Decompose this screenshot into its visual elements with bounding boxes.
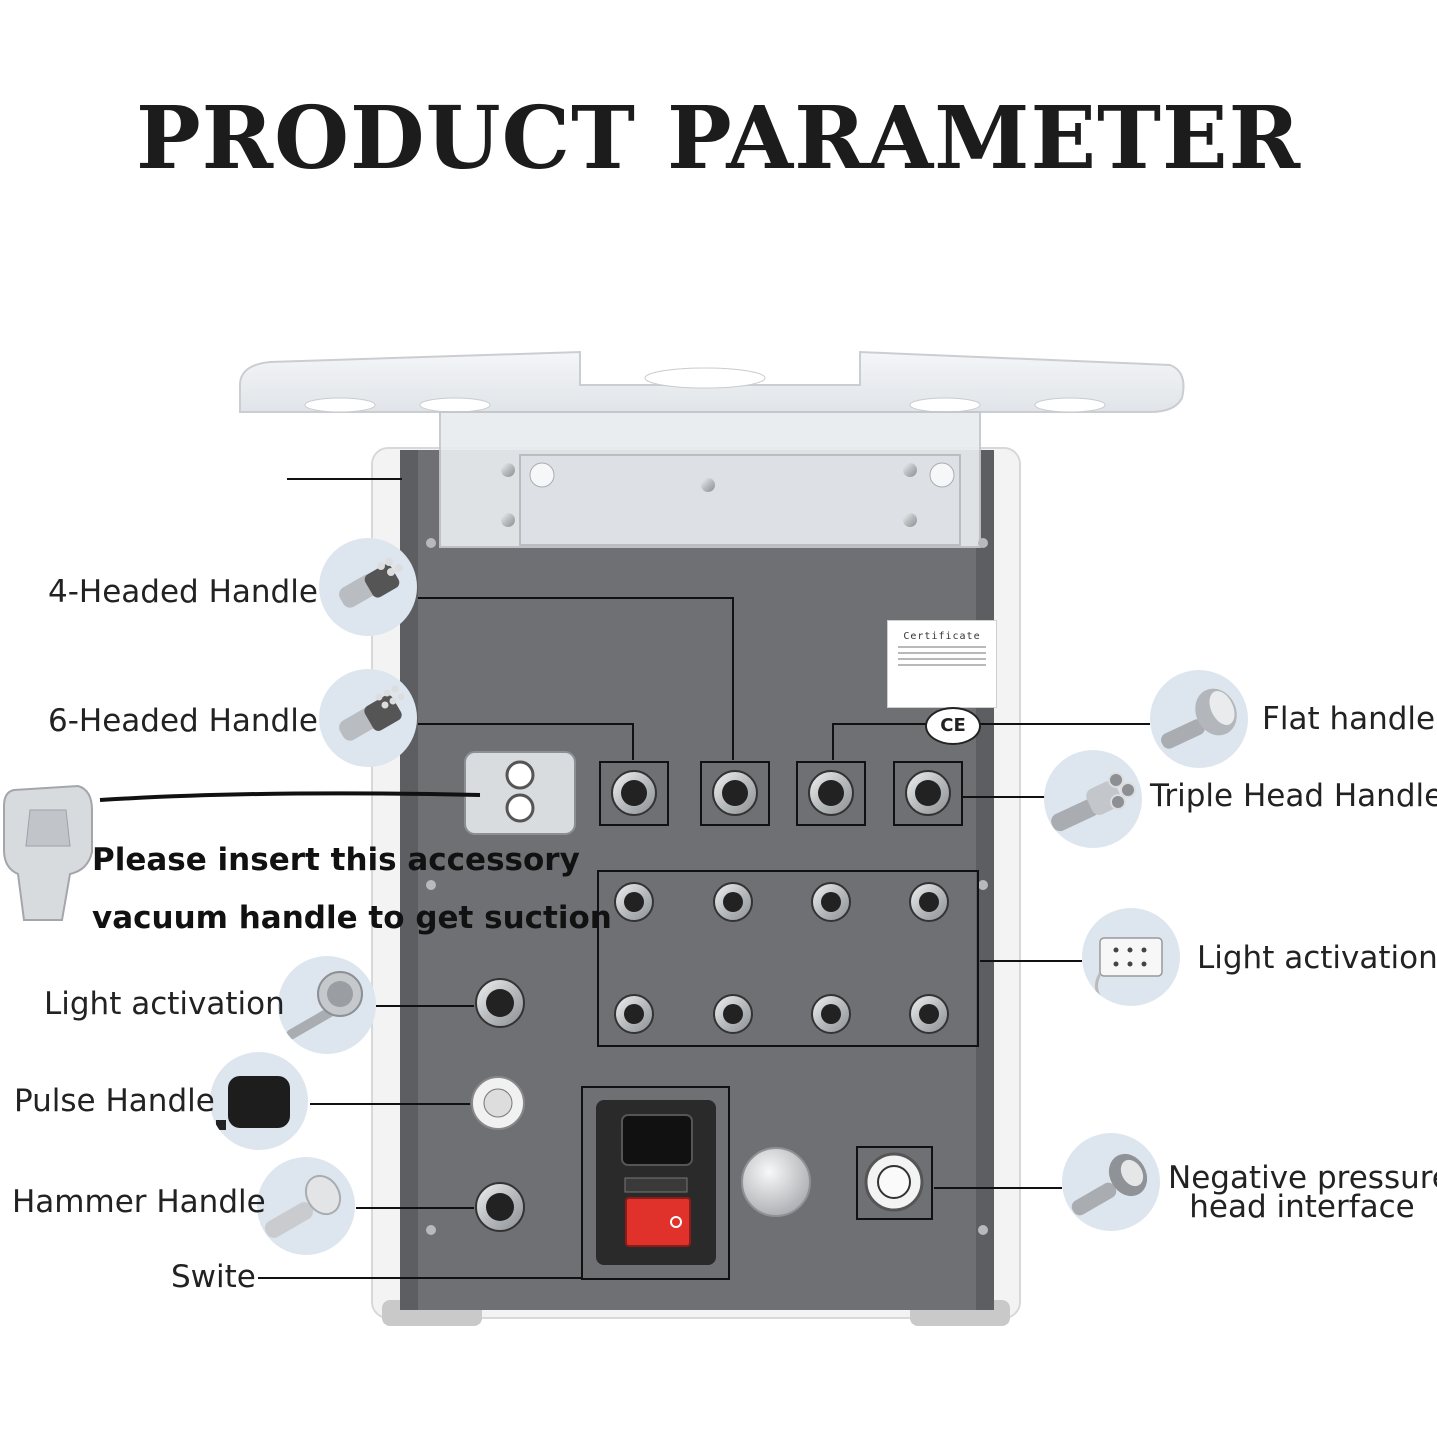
screw [501, 513, 515, 527]
vacuum-handle-accessory-icon [3, 784, 93, 921]
certificate-title: Certificate [903, 631, 981, 642]
control-knob [741, 1147, 811, 1217]
screw [903, 463, 917, 477]
screw [903, 513, 917, 527]
flat-handle-thumb [1150, 670, 1248, 768]
label-negative-pressure-line1: Negative pressure [1168, 1160, 1437, 1196]
negative-pressure-head-icon [1071, 1153, 1148, 1216]
panel-screw [426, 880, 436, 890]
screw [501, 463, 515, 477]
holder-hole [644, 367, 766, 389]
label-pulse-handle: Pulse Handle [14, 1083, 215, 1119]
label-six-headed-handle: 6-Headed Handle [48, 703, 318, 739]
leader-line [832, 723, 1150, 760]
leader-lines [99, 478, 1150, 1279]
hammer-handle-icon [264, 1174, 342, 1238]
label-switch: Swite [171, 1259, 256, 1295]
holder-hole [909, 397, 981, 413]
pulse-handle-icon [216, 1076, 290, 1130]
page-title: PRODUCT PARAMETER [135, 88, 1302, 189]
light-activation-pad-icon [1095, 937, 1163, 1001]
six-headed-handle-thumb [319, 669, 417, 767]
vacuum-note-line1: Please insert this accessory [92, 842, 580, 878]
triple-head-handle-thumb [1044, 750, 1142, 848]
connector-box [700, 761, 770, 826]
negative-pressure-box [856, 1146, 933, 1220]
label-negative-pressure-line2: head interface [1189, 1189, 1415, 1225]
label-light-activation-right: Light activation [1197, 940, 1437, 976]
light-connector-grid [614, 882, 949, 1034]
connector-box [893, 761, 963, 826]
triple-head-handle-icon [1051, 772, 1136, 832]
holder-hole [1034, 397, 1106, 413]
hammer-handle-thumb [257, 1157, 355, 1255]
light-activation-handle-icon [286, 971, 363, 1040]
flat-handle-icon [1161, 688, 1237, 749]
four-headed-handle-icon [339, 558, 403, 608]
panel-screw [978, 538, 988, 548]
acrylic-holder-top [239, 350, 1185, 413]
switch-box [581, 1086, 730, 1280]
light-connector-box [597, 870, 979, 1047]
holder-hole [419, 397, 491, 413]
label-hammer-handle: Hammer Handle [12, 1184, 266, 1220]
vacuum-leader-line [99, 791, 481, 802]
light-activation-handle-thumb [278, 956, 376, 1054]
label-light-activation-left: Light activation [44, 986, 285, 1022]
panel-screw [426, 1225, 436, 1235]
screw [701, 478, 715, 492]
pulse-handle-thumb [210, 1052, 308, 1150]
leader-line [418, 597, 734, 760]
light-activation-pad-thumb [1082, 908, 1180, 1006]
vacuum-port [505, 793, 535, 823]
power-socket [621, 1114, 693, 1166]
negative-pressure-head-thumb [1062, 1133, 1160, 1231]
keyhole [529, 462, 555, 488]
acrylic-bracket [519, 454, 961, 546]
leader-line [418, 723, 634, 760]
connector-row-top [599, 761, 963, 826]
certificate-label: Certificate [887, 620, 997, 708]
six-headed-handle-icon [339, 685, 405, 741]
keyhole [929, 462, 955, 488]
panel-screw [978, 1225, 988, 1235]
panel-screw [978, 880, 988, 890]
connector-box [796, 761, 866, 826]
panel-shade [400, 450, 418, 1310]
vacuum-note-line2: vacuum handle to get suction [92, 900, 612, 936]
holder-hole [304, 397, 376, 413]
four-headed-handle-thumb [319, 538, 417, 636]
label-triple-head-handle: Triple Head Handle [1150, 778, 1437, 814]
label-four-headed-handle: 4-Headed Handle [48, 574, 318, 610]
power-switch [625, 1197, 691, 1247]
connector-box [599, 761, 669, 826]
fuse-holder [624, 1177, 688, 1193]
label-negative-pressure: Negative pressure head interface [1168, 1160, 1437, 1225]
panel-screw [426, 538, 436, 548]
vacuum-port [505, 760, 535, 790]
label-flat-handle: Flat handle [1262, 701, 1436, 737]
ce-mark: CE [925, 707, 981, 745]
